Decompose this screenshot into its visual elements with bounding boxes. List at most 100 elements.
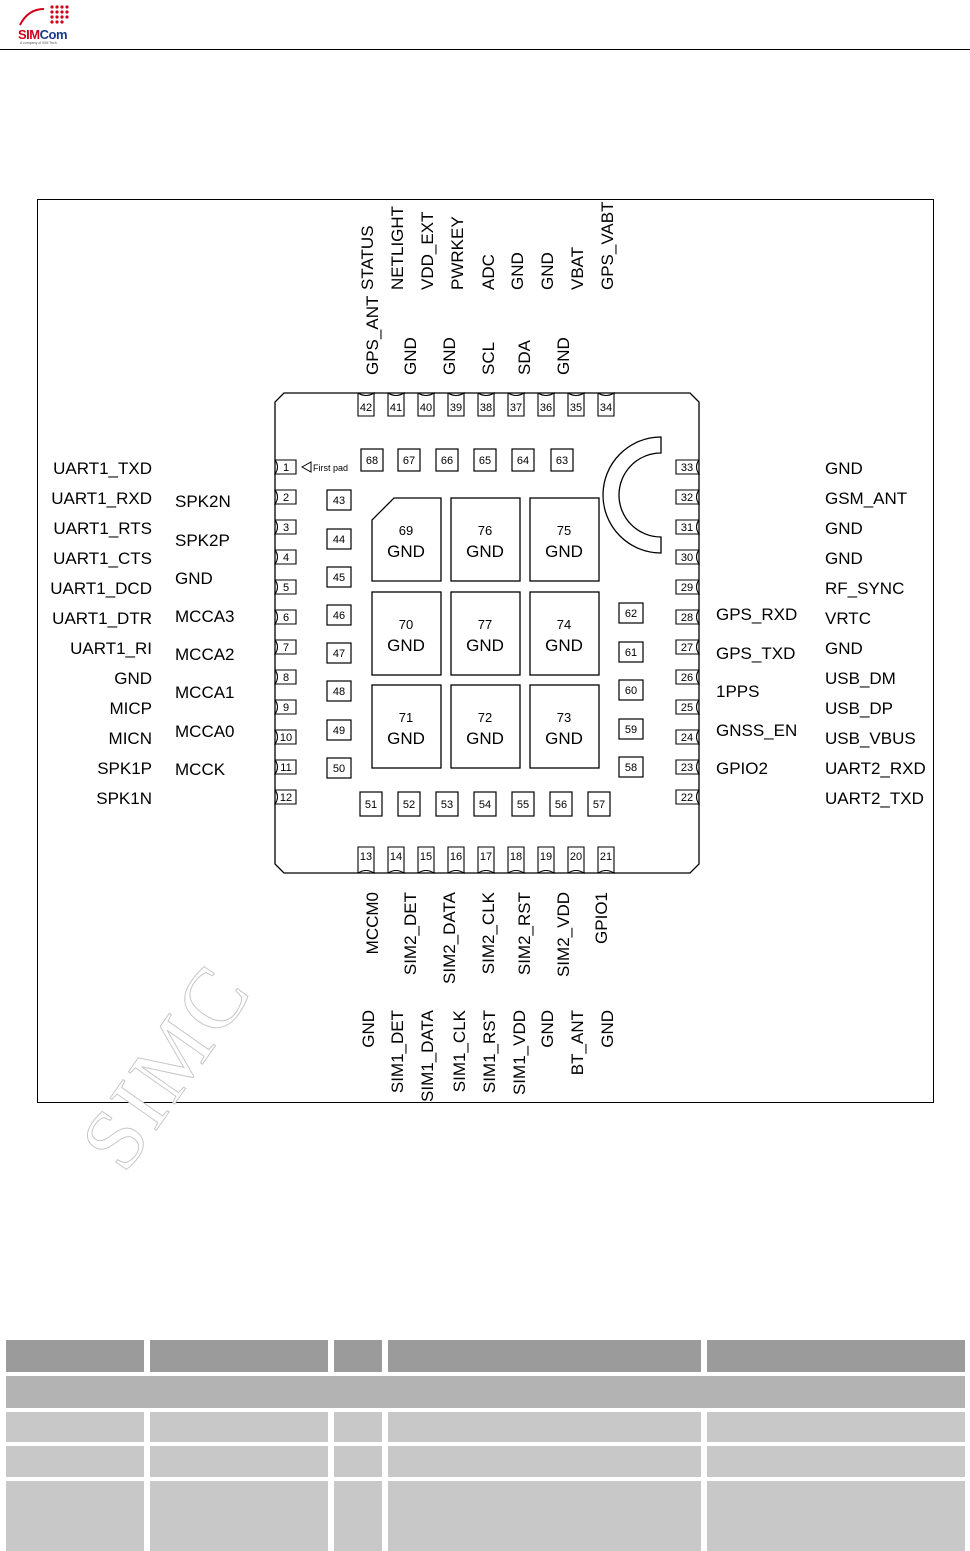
inner-pad (435, 448, 459, 472)
pad-number: 35 (570, 402, 582, 414)
table-cell (6, 1481, 144, 1551)
top-outer-label: PWRKEY (448, 216, 467, 290)
right-outer-label: USB_VBUS (825, 729, 916, 748)
table-cell (150, 1481, 328, 1551)
pad-number: 15 (420, 851, 432, 863)
bottom-inner-label: SIM2_DATA (440, 891, 459, 984)
top-outer-label: NETLIGHT (388, 206, 407, 290)
pad-number: 24 (681, 732, 693, 744)
bottom-inner-label: SIM2_DET (401, 892, 420, 975)
left-outer-label: GND (114, 669, 152, 688)
right-inner-label: GPS_TXD (716, 644, 795, 663)
pad-number: 55 (517, 799, 529, 811)
table-row (6, 1481, 965, 1551)
top-outer-label: GND (538, 252, 557, 290)
pad-number: 41 (390, 402, 402, 414)
top-outer-label: STATUS (358, 225, 377, 290)
pad-number: 59 (625, 724, 637, 736)
pad-number: 48 (333, 686, 345, 698)
center-pad-name: GND (466, 636, 504, 655)
right-outer-label: GND (825, 519, 863, 538)
inner-pad (326, 604, 352, 626)
inner-pad (587, 791, 611, 817)
bottom-outer-label: GND (598, 1010, 617, 1048)
pad-number: 7 (283, 642, 289, 654)
pad-number: 14 (390, 851, 402, 863)
left-edge-pad (273, 489, 297, 505)
pad-number: 29 (681, 582, 693, 594)
center-pad-number: 72 (478, 710, 492, 725)
left-inner-label: SPK2N (175, 492, 231, 511)
pad-number: 31 (681, 522, 693, 534)
inner-pad (618, 641, 644, 663)
table-cell (334, 1412, 382, 1442)
center-pad-name: GND (387, 636, 425, 655)
bottom-inner-label: SIM2_RST (515, 892, 534, 975)
inner-pad (618, 679, 644, 701)
table-cell (707, 1412, 965, 1442)
top-edge-pad (567, 392, 585, 417)
top-inner-label: GND (401, 337, 420, 375)
table-cell (6, 1376, 965, 1408)
center-gnd-pad (529, 497, 600, 582)
bottom-outer-label: SIM1_DET (388, 1010, 407, 1093)
inner-pad (618, 718, 644, 740)
table-cell (388, 1412, 701, 1442)
pad-number: 30 (681, 552, 693, 564)
pad-number: 10 (280, 732, 292, 744)
inner-pad (326, 566, 352, 588)
left-inner-label: MCCA1 (175, 683, 235, 702)
left-outer-label: MICN (109, 729, 152, 748)
pad-number: 3 (283, 522, 289, 534)
pad-number: 36 (540, 402, 552, 414)
logo-dots-icon (19, 5, 69, 26)
pad-number: 68 (366, 455, 378, 467)
right-edge-pad (675, 669, 701, 685)
left-outer-label: MICP (110, 699, 153, 718)
bottom-edge-pad (597, 846, 615, 874)
pad-number: 33 (681, 462, 693, 474)
pad-number: 67 (403, 455, 415, 467)
inner-pad (618, 602, 644, 624)
pad-number: 26 (681, 672, 693, 684)
table-section-row (6, 1376, 965, 1408)
inner-pad (326, 642, 352, 664)
top-inner-label: SDA (515, 339, 534, 375)
inner-pad (618, 756, 644, 778)
right-edge-pad (675, 639, 701, 655)
right-inner-label: GNSS_EN (716, 721, 797, 740)
pad-number: 13 (360, 851, 372, 863)
inner-pad (397, 791, 421, 817)
pad-number: 11 (280, 762, 291, 774)
left-inner-label: MCCK (175, 760, 226, 779)
top-outer-label: GPS_VABT (598, 202, 617, 291)
table-cell (150, 1412, 328, 1442)
left-edge-pad (273, 669, 297, 685)
pad-number: 42 (360, 402, 372, 414)
left-inner-label: MCCA3 (175, 607, 235, 626)
inner-pad (511, 448, 535, 472)
center-pad-name: GND (545, 636, 583, 655)
right-edge-pad (675, 459, 701, 475)
table-cell (707, 1481, 965, 1551)
center-pad-name: GND (387, 729, 425, 748)
table-cell (334, 1446, 382, 1477)
pad-number: 46 (333, 610, 345, 622)
bottom-inner-label: SIM2_CLK (479, 891, 498, 974)
pad-number: 8 (283, 672, 289, 684)
center-pad-number: 71 (399, 710, 413, 725)
center-gnd-pad (371, 684, 442, 769)
right-outer-label: GND (825, 549, 863, 568)
top-edge-pad (417, 392, 435, 417)
pad-number: 49 (333, 725, 345, 737)
bottom-edge-pad (507, 846, 525, 874)
pad-number: 9 (283, 702, 289, 714)
pad-number: 34 (600, 402, 612, 414)
bottom-outer-label: SIM1_RST (480, 1010, 499, 1093)
bottom-outer-label: BT_ANT (568, 1010, 587, 1075)
center-pad-number: 77 (478, 617, 492, 632)
pad-number: 21 (600, 851, 612, 863)
right-inner-label: GPS_RXD (716, 605, 797, 624)
left-inner-label: GND (175, 569, 213, 588)
inner-pad (549, 791, 573, 817)
